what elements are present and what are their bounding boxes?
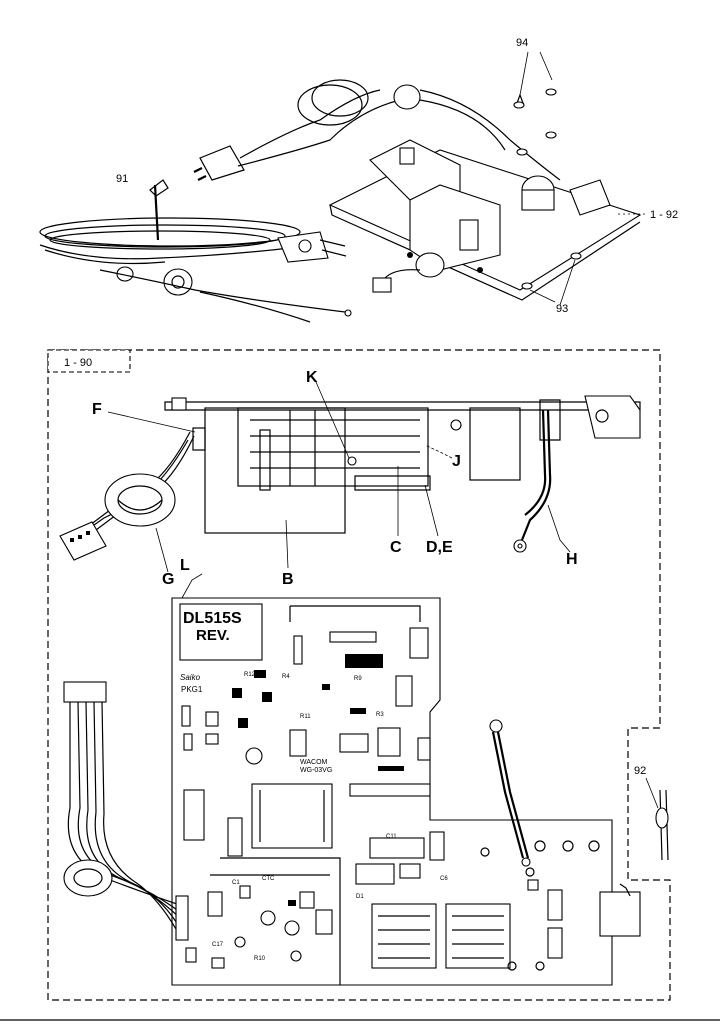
power-supply-board-1-92 bbox=[328, 139, 642, 301]
power-cord-91 bbox=[39, 179, 352, 323]
ferrite-clamp-92 bbox=[645, 777, 669, 861]
svg-text:R11: R11 bbox=[300, 714, 311, 720]
callout-k: K bbox=[306, 369, 318, 386]
transformer-assembly bbox=[164, 395, 641, 534]
harness-g bbox=[59, 431, 195, 561]
leaders-top-assembly bbox=[107, 381, 571, 599]
board-part: PKG1 bbox=[181, 685, 203, 694]
svg-text:R10: R10 bbox=[254, 956, 266, 962]
callout-1-92: 1 - 92 bbox=[650, 209, 678, 221]
svg-text:C17: C17 bbox=[212, 942, 224, 948]
callout-c: C bbox=[390, 539, 402, 556]
board-brand: WACOM bbox=[300, 759, 328, 766]
callout-93: 93 bbox=[556, 303, 568, 315]
label-box-1-90 bbox=[47, 349, 131, 373]
screws-93 bbox=[521, 252, 582, 306]
svg-text:R12: R12 bbox=[244, 672, 256, 678]
callout-94: 94 bbox=[516, 37, 528, 49]
callout-d-e: D,E bbox=[426, 539, 453, 556]
ground-wire-h bbox=[513, 409, 552, 553]
svg-text:C1: C1 bbox=[232, 880, 240, 886]
svg-text:D1: D1 bbox=[356, 894, 364, 900]
callout-b: B bbox=[282, 571, 294, 588]
svg-text:C11: C11 bbox=[386, 834, 397, 840]
callout-h: H bbox=[566, 551, 578, 568]
board-model-line2: REV. bbox=[196, 627, 230, 644]
svg-text:CTC: CTC bbox=[262, 876, 275, 882]
ground-wire-pcb bbox=[489, 719, 531, 867]
callout-1-90: 1 - 90 bbox=[64, 357, 92, 369]
callout-f: F bbox=[92, 401, 102, 418]
callout-91: 91 bbox=[116, 173, 128, 185]
callout-92: 92 bbox=[634, 765, 646, 777]
callout-g: G bbox=[162, 571, 174, 588]
screws-94 bbox=[513, 51, 557, 156]
ac-inlet-cord bbox=[193, 79, 561, 181]
main-pcb: DL515S REV. Saiko PKG1 WACOM WG-03VG bbox=[171, 597, 641, 986]
svg-text:R9: R9 bbox=[354, 676, 362, 682]
svg-text:C6: C6 bbox=[440, 876, 448, 882]
svg-text:R3: R3 bbox=[376, 712, 384, 718]
svg-text:R4: R4 bbox=[282, 674, 290, 680]
board-code: WG-03VG bbox=[300, 767, 332, 774]
harness-lower bbox=[63, 681, 189, 941]
board-maker: Saiko bbox=[180, 673, 201, 682]
callout-l: L bbox=[180, 557, 190, 574]
callout-j: J bbox=[452, 453, 461, 470]
assembly-boundary-1-90 bbox=[47, 349, 671, 1001]
board-model-line1: DL515S bbox=[183, 610, 242, 627]
